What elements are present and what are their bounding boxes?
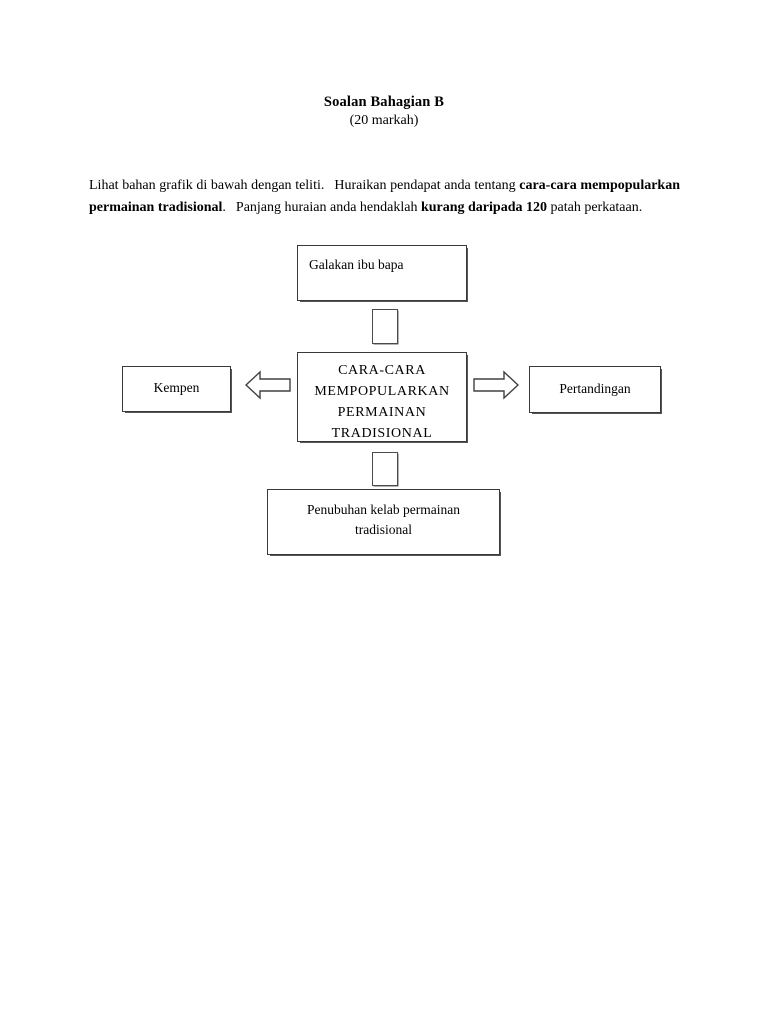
center-line-1: CARA-CARA — [338, 363, 426, 378]
instruction-part-5: patah perkataan. — [547, 200, 643, 215]
connector-bottom-rectangle — [372, 452, 398, 486]
document-header: Soalan Bahagian B (20 markah) — [0, 93, 768, 130]
diagram-node-right: Pertandingan — [529, 366, 661, 413]
marks-label: (20 markah) — [349, 113, 419, 128]
instruction-part-1: Lihat bahan grafik di bawah dengan telit… — [89, 178, 325, 193]
instruction-part-4: Panjang huraian anda hendaklah — [235, 200, 421, 215]
right-arrow-icon — [473, 370, 519, 400]
center-line-2: MEMPOPULARKAN — [314, 384, 450, 399]
center-line-3: PERMAINAN — [337, 405, 427, 420]
connector-top-rectangle — [372, 309, 398, 344]
diagram-node-center: CARA-CARA MEMPOPULARKAN PERMAINAN TRADIS… — [297, 352, 467, 442]
left-arrow-icon — [245, 370, 291, 400]
diagram-node-bottom: Penubuhan kelab permainan tradisional — [267, 489, 500, 555]
diagram-node-bottom-line-2: tradisional — [355, 522, 412, 537]
instruction-part-3: . — [222, 200, 226, 215]
page-title: Soalan Bahagian B — [323, 94, 445, 110]
instruction-bold-topic: cara-cara mempopularkan permainan tradis… — [89, 178, 680, 215]
diagram-node-bottom-line-1: Penubuhan kelab permainan — [307, 502, 460, 517]
instruction-bold-limit: kurang daripada 120 — [420, 200, 547, 215]
instruction-paragraph: Lihat bahan grafik di bawah dengan telit… — [89, 175, 680, 219]
diagram-node-top-label: Galakan ibu bapa — [309, 257, 404, 272]
diagram-node-left: Kempen — [122, 366, 231, 412]
center-line-4: TRADISIONAL — [331, 426, 433, 441]
instruction-part-2: Huraikan pendapat anda tentang — [334, 178, 520, 193]
diagram-node-top: Galakan ibu bapa — [297, 245, 467, 301]
diagram-node-right-label: Pertandingan — [559, 381, 631, 396]
diagram-node-left-label: Kempen — [153, 380, 200, 395]
